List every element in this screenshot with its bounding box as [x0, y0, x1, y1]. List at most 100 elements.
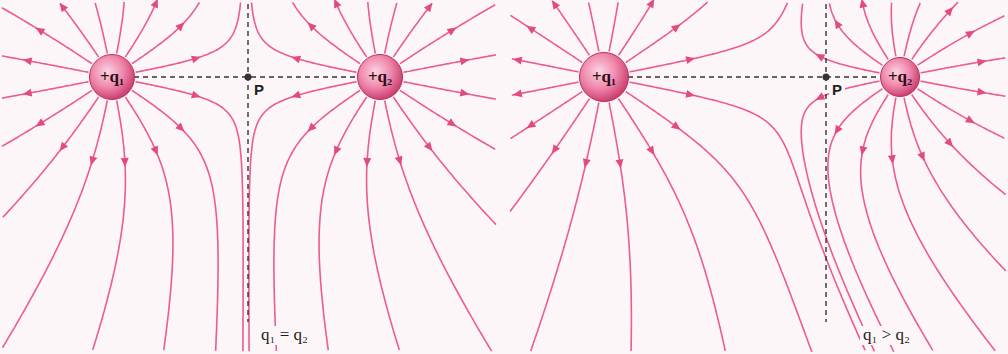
field-arrowhead — [291, 56, 301, 64]
charge-label: +q₁ — [100, 67, 124, 87]
field-arrowhead — [191, 56, 201, 64]
condition-label: q₁ > q₂ — [860, 326, 913, 345]
charge-label: +q₂ — [368, 67, 392, 87]
field-line — [400, 90, 495, 149]
field-arrowhead — [815, 54, 825, 62]
field-line — [367, 101, 400, 351]
field-line — [95, 3, 107, 54]
condition-label: q₁ = q₂ — [258, 326, 311, 345]
field-line — [891, 3, 896, 57]
field-line — [801, 81, 879, 351]
dashed-axis — [628, 76, 878, 77]
field-line — [511, 91, 583, 138]
field-line — [125, 3, 156, 57]
field-line — [801, 4, 879, 73]
field-line — [2, 90, 92, 146]
field-line — [630, 82, 866, 350]
field-arrowhead — [36, 118, 46, 126]
field-arrowhead — [395, 156, 403, 166]
field-line — [2, 82, 89, 98]
field-arrowhead — [646, 145, 654, 155]
field-arrowhead — [36, 28, 46, 36]
field-line — [891, 98, 995, 351]
field-arrowhead — [965, 31, 975, 39]
field-arrowhead — [552, 0, 560, 10]
field-line — [117, 2, 125, 54]
field-line — [3, 97, 99, 217]
charge-label: +q₂ — [888, 67, 912, 87]
field-line — [293, 2, 360, 63]
field-line — [385, 101, 492, 352]
field-line — [626, 2, 708, 63]
field-arrowhead — [513, 57, 523, 65]
field-arrowhead — [944, 7, 953, 16]
field-line — [404, 82, 496, 99]
field-arrowhead — [513, 89, 523, 97]
field-arrowhead — [944, 138, 953, 147]
field-line — [60, 4, 99, 58]
field-arrowhead — [460, 89, 470, 97]
field-arrowhead — [308, 22, 317, 31]
field-line — [510, 99, 589, 212]
field-arrowhead — [447, 118, 457, 126]
field-arrowhead — [977, 58, 987, 66]
field-line — [609, 2, 618, 51]
field-line — [626, 91, 812, 352]
charge-label: +q₁ — [592, 67, 616, 87]
field-arrowhead — [977, 88, 987, 96]
field-arrowhead — [888, 155, 896, 164]
field-line — [2, 56, 89, 72]
field-arrowhead — [90, 156, 98, 166]
field-line — [904, 3, 920, 57]
field-line — [921, 81, 1006, 96]
field-line — [132, 2, 199, 63]
field-line — [368, 2, 376, 54]
field-arrowhead — [363, 158, 371, 167]
field-arrowhead — [424, 3, 433, 13]
field-line — [336, 3, 367, 57]
field-line — [553, 3, 589, 56]
field-line — [921, 58, 1006, 73]
field-arrowhead — [23, 57, 33, 65]
field-line — [511, 15, 583, 62]
field-arrowhead — [191, 91, 201, 99]
field-line — [512, 59, 579, 72]
point-label: P — [829, 82, 845, 99]
field-arrowhead — [860, 0, 868, 8]
field-arrowhead — [835, 125, 843, 135]
field-line — [829, 3, 882, 65]
point-p — [823, 74, 830, 81]
field-line — [904, 98, 1006, 271]
field-arrowhead — [151, 146, 158, 156]
dashed-perpendicular — [247, 4, 248, 322]
field-line — [249, 82, 357, 352]
field-line — [531, 103, 599, 352]
field-arrowhead — [175, 123, 184, 132]
field-arrowhead — [616, 159, 624, 169]
field-arrowhead — [334, 0, 341, 8]
field-line — [93, 101, 126, 351]
charge-sphere: +q₁ — [89, 54, 135, 100]
field-line — [404, 55, 496, 72]
field-arrowhead — [460, 57, 470, 65]
field-line — [512, 82, 579, 95]
field-arrowhead — [860, 146, 868, 156]
field-arrowhead — [175, 22, 184, 31]
field-line — [861, 95, 933, 351]
field-line — [136, 82, 244, 352]
field-arrowhead — [60, 142, 69, 152]
field-arrowhead — [583, 158, 591, 168]
field-line — [274, 90, 360, 351]
field-arrowhead — [646, 0, 654, 9]
field-line — [319, 97, 367, 350]
field-arrowhead — [447, 28, 457, 36]
field-line — [136, 3, 241, 73]
field-arrowhead — [552, 144, 560, 154]
field-arrowhead — [917, 151, 924, 161]
field-arrowhead — [671, 24, 681, 33]
field-arrowhead — [835, 20, 843, 30]
field-arrowhead — [671, 121, 681, 130]
field-arrowhead — [685, 90, 695, 98]
point-label: P — [251, 82, 267, 99]
field-arrowhead — [526, 26, 536, 34]
